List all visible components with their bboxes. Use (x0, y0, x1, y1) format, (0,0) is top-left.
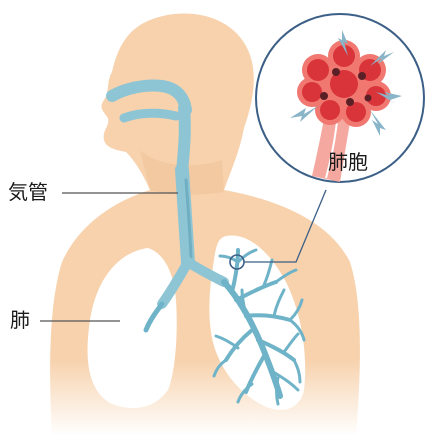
lung-label: 肺 (10, 310, 30, 330)
pharynx (182, 108, 185, 172)
oral-cavity (124, 113, 176, 118)
alveolus-label: 肺胞 (328, 152, 368, 172)
trachea-label: 気管 (8, 182, 48, 202)
